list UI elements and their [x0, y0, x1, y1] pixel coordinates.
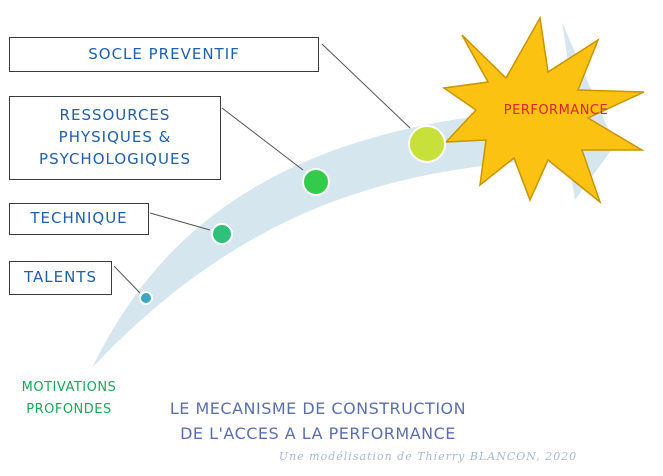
- box-line: PHYSIQUES &: [58, 128, 172, 147]
- box-line: TALENTS: [24, 268, 97, 287]
- label-box-technique: TECHNIQUE: [9, 203, 149, 235]
- performance-label: PERFORMANCE: [503, 103, 609, 118]
- motivations-line: PROFONDES: [26, 402, 112, 418]
- title-line: DE L'ACCES A LA PERFORMANCE: [180, 423, 456, 443]
- box-line: TECHNIQUE: [30, 209, 128, 228]
- label-box-ressources: RESSOURCES PHYSIQUES & PSYCHOLOGIQUES: [9, 96, 221, 180]
- connector-technique: [149, 212, 211, 231]
- motivations-line: MOTIVATIONS: [21, 380, 117, 395]
- label-box-socle-preventif: SOCLE PREVENTIF: [9, 37, 319, 72]
- dot-talents: [139, 291, 153, 305]
- connector-talents: [113, 265, 141, 294]
- credit-text: Une modélisation de Thierry BLANCON, 202…: [278, 450, 578, 463]
- dot-ressources: [302, 168, 330, 196]
- diagram-title: LE MECANISME DE CONSTRUCTION DE L'ACCES …: [138, 397, 498, 447]
- motivations-label: MOTIVATIONS PROFONDES: [14, 377, 124, 421]
- dot-socle: [408, 125, 446, 163]
- connector-socle: [321, 43, 411, 129]
- title-line: LE MECANISME DE CONSTRUCTION: [169, 399, 467, 418]
- dot-technique: [211, 223, 233, 245]
- box-line: PSYCHOLOGIQUES: [39, 149, 191, 168]
- label-box-talents: TALENTS: [9, 261, 112, 295]
- connector-ressources: [221, 107, 304, 171]
- box-line: SOCLE PREVENTIF: [88, 44, 240, 63]
- box-line: RESSOURCES: [59, 106, 171, 125]
- performance-burst: [441, 15, 645, 205]
